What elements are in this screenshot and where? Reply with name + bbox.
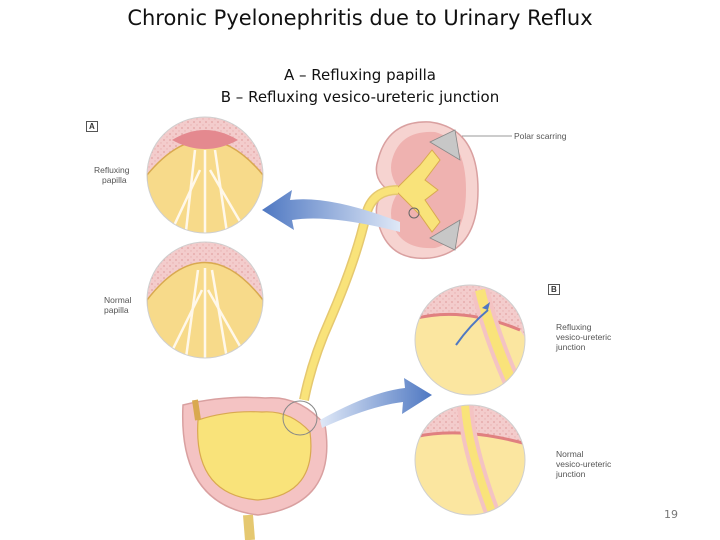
slide-title: Chronic Pyelonephritis due to Urinary Re… [127,6,593,30]
reflux-arrow-b [320,378,432,428]
panel-b-marker: B [548,284,560,295]
refluxing-vuj-label: Refluxing vesico-ureteric junction [556,322,612,352]
refluxing-papilla-outline [146,116,264,234]
normal-papilla-label: Normal papilla [104,295,132,315]
reflux-arrow-a [262,190,400,232]
subtitle-refluxing-vuj: B – Refluxing vesico-ureteric junction [220,88,500,106]
refluxing-papilla-label: Refluxing papilla [94,165,130,185]
panel-a-marker: A [86,121,98,132]
kidney-illustration [375,121,479,260]
normal-vuj-label: Normal vesico-ureteric junction [556,449,612,479]
bladder-illustration [181,396,328,540]
normal-papilla-illustration [147,242,263,358]
refluxing-vuj-illustration [415,285,525,395]
normal-vuj-illustration [415,405,525,515]
page-number: 19 [664,508,678,521]
refluxing-vuj-outline [414,284,526,396]
refluxing-papilla-illustration [147,117,263,233]
subtitle-refluxing-papilla: A – Refluxing papilla [284,66,436,84]
polar-scarring-label: Polar scarring [514,131,567,141]
normal-vuj-outline [414,404,526,516]
normal-papilla-outline [146,241,264,359]
